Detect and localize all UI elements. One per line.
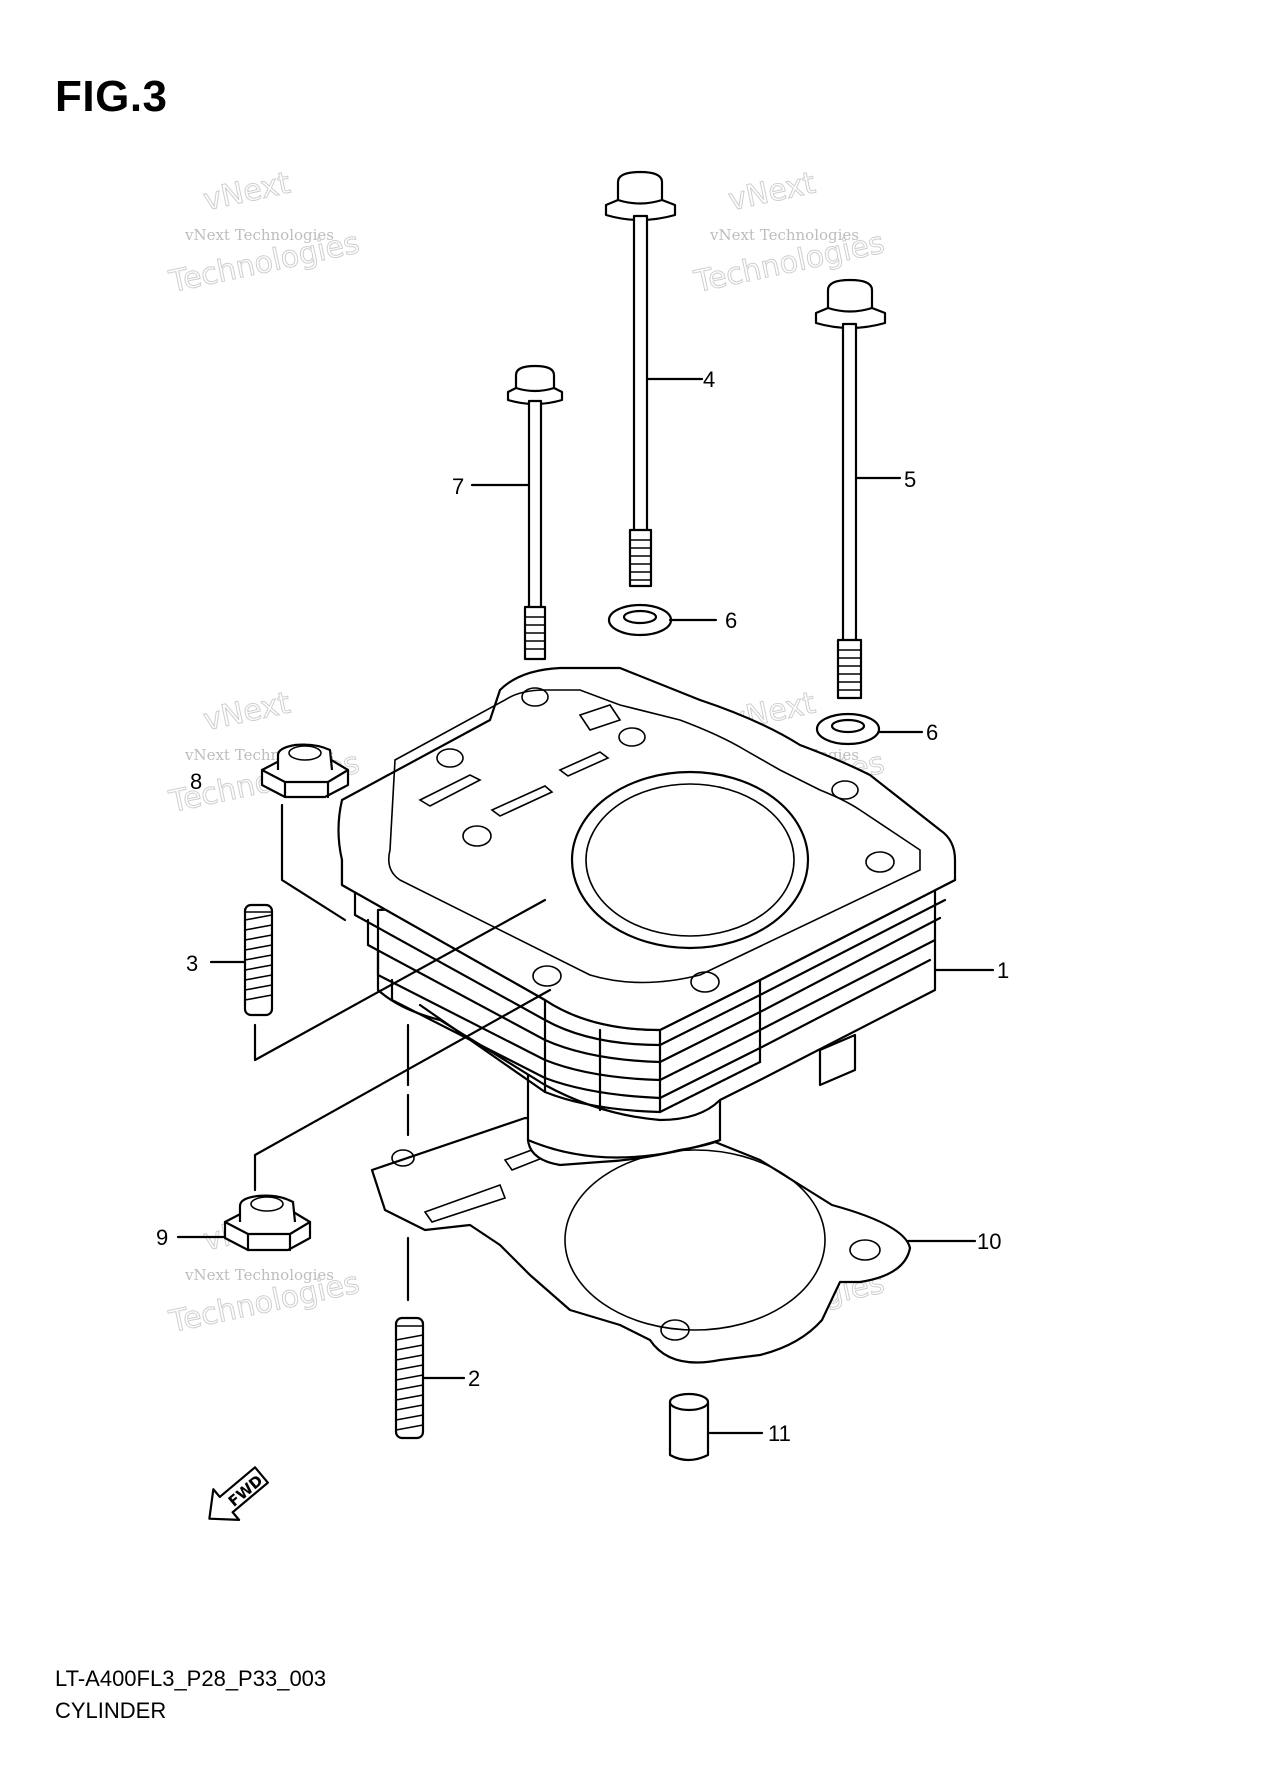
callout-2: 2 (468, 1366, 480, 1391)
callout-10: 10 (977, 1229, 1001, 1254)
washer-6a (607, 603, 673, 637)
callout-4: 4 (703, 367, 715, 392)
nut-8 (260, 743, 350, 799)
watermark-line2: vNext Technologies (184, 226, 334, 244)
watermark: vNext vNext Technologies Technologies (165, 165, 363, 301)
washer-6b (815, 712, 881, 746)
fwd-arrow-icon: FWD (208, 1466, 269, 1521)
callout-7: 7 (452, 474, 464, 499)
diagram-name: CYLINDER (55, 1698, 167, 1723)
callout-6b: 6 (926, 720, 938, 745)
bolt-5 (814, 278, 887, 700)
callout-leaders (176, 377, 995, 1435)
callout-6a: 6 (725, 608, 737, 633)
nut-9 (223, 1194, 312, 1252)
watermark-line1: vNext (200, 166, 293, 219)
callout-labels: 4 5 6 6 7 8 1 3 9 10 2 11 (156, 367, 1009, 1446)
stud-3 (243, 903, 274, 1017)
bolt-7 (506, 364, 564, 661)
watermark: vNext vNext Technologies Technologies (165, 685, 363, 821)
callout-1: 1 (997, 958, 1009, 983)
watermark-line1: vNext (200, 686, 293, 739)
watermark-line1: vNext (725, 166, 818, 219)
callout-3: 3 (186, 951, 198, 976)
base-gasket (370, 1116, 912, 1364)
dowel-11 (668, 1392, 710, 1462)
stud-2 (394, 1316, 425, 1440)
watermark-line2: vNext Technologies (709, 226, 859, 244)
cylinder (337, 666, 957, 1167)
figure-title: FIG.3 (55, 72, 168, 121)
callout-9: 9 (156, 1225, 168, 1250)
alignment-lines (253, 803, 552, 1302)
callout-5: 5 (904, 467, 916, 492)
callout-11: 11 (768, 1421, 791, 1446)
bolt-4 (604, 170, 677, 588)
callout-8: 8 (190, 769, 202, 794)
watermark-line2: vNext Technologies (184, 1266, 334, 1284)
diagram-code: LT-A400FL3_P28_P33_003 (55, 1666, 327, 1691)
